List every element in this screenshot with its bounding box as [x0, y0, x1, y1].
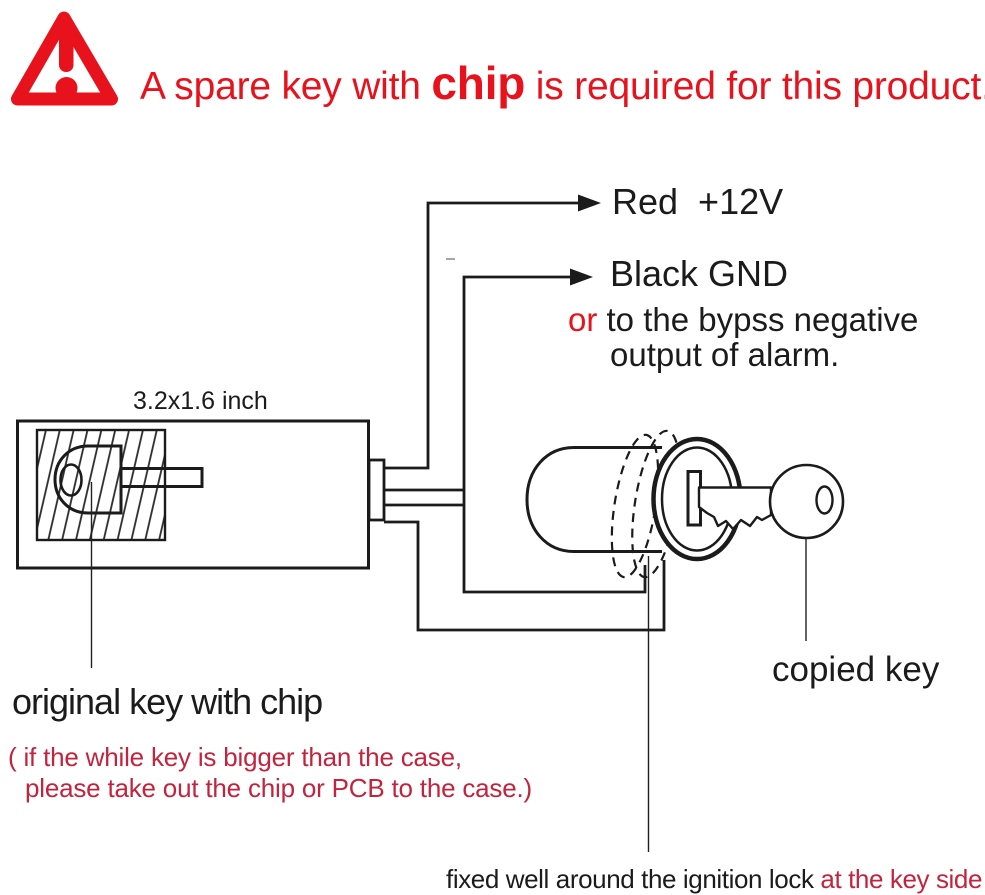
original-key-shape: [53, 444, 204, 515]
bypass-alt-note: or to the bypss negative output of alarm…: [568, 302, 918, 372]
original-key-blade: [119, 467, 204, 488]
red-wire-label: Red +12V: [612, 181, 784, 222]
copied-key-blade: [697, 486, 773, 531]
coil-caption-red: at the key side: [820, 864, 983, 894]
case-note-line2: please take out the chip or PCB to the c…: [25, 773, 532, 803]
bypass-alt-line2: output of alarm.: [610, 336, 840, 373]
red-wire-arrowhead-icon: [578, 194, 601, 212]
coil-caption-black: fixed well around the ignition lock: [446, 864, 821, 894]
copied-key-label: copied key: [772, 650, 940, 689]
black-wire-label: Black GND: [610, 253, 789, 294]
original-key-head: [53, 444, 123, 515]
original-key-hole: [59, 463, 83, 497]
heading-warning-text: A spare key with chip is required for th…: [140, 60, 985, 106]
case-note: ( if the while key is bigger than the ca…: [8, 742, 532, 804]
wire-black-and-coil-a: [384, 275, 647, 594]
copied-key-shape: [697, 463, 845, 540]
case-note-line1: ( if the while key is bigger than the ca…: [8, 742, 462, 772]
heading-chip-word: chip: [431, 57, 526, 109]
warning-triangle-icon: [11, 11, 118, 106]
exclamation-dot: [55, 77, 78, 99]
or-word: or: [568, 301, 598, 338]
module-connector: [367, 458, 386, 522]
heading-suffix: is required for this product.: [525, 65, 985, 108]
coil-caption: fixed well around the ignition lock at t…: [446, 866, 982, 892]
copied-key-hole: [815, 485, 834, 515]
ignition-lock-cylinder: [525, 446, 662, 553]
wire-coil-b: [384, 520, 666, 632]
original-key-label: original key with chip: [12, 681, 323, 722]
black-wire-arrowhead-icon: [570, 268, 593, 286]
wire-red: [384, 201, 579, 470]
bypass-alt-line1: or to the bypss negative: [568, 302, 918, 337]
bypass-rest: to the bypss negative: [597, 301, 919, 338]
exclamation-bar: [59, 29, 74, 72]
heading-prefix: A spare key with: [140, 65, 432, 108]
copied-key-head: [768, 463, 845, 540]
case-size-label: 3.2x1.6 inch: [133, 387, 268, 415]
